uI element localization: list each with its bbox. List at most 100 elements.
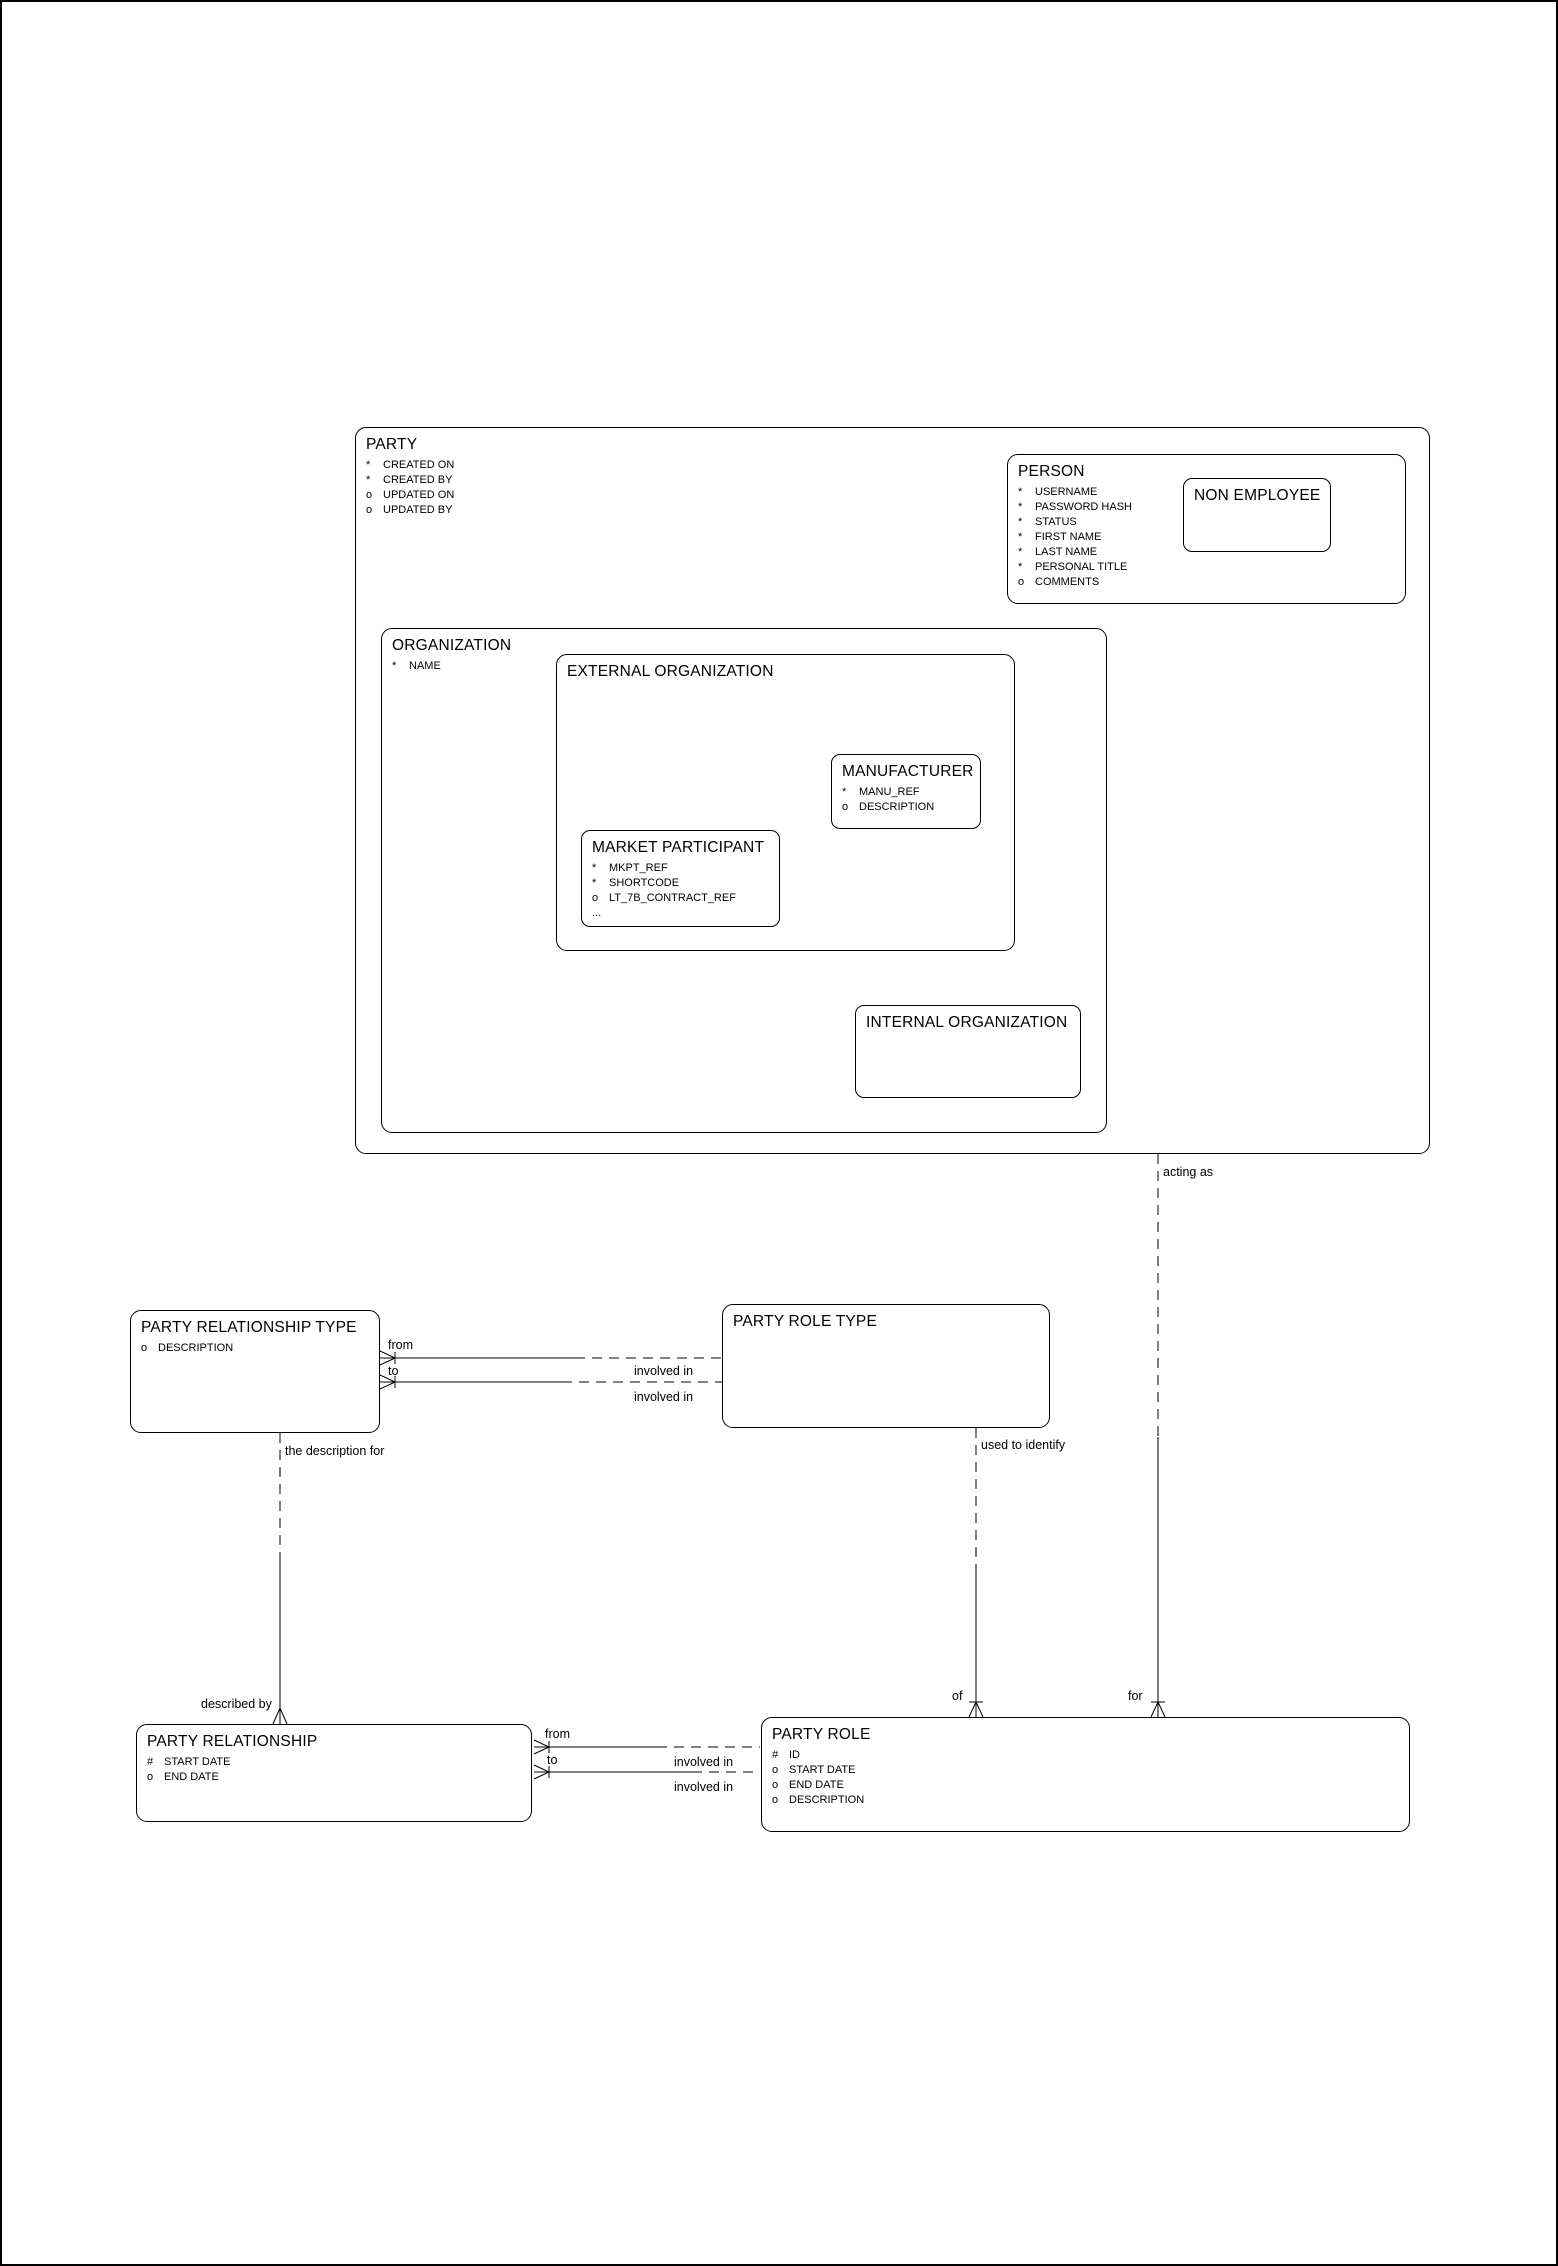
attribute-row: o COMMENTS xyxy=(1018,575,1397,590)
attr-marker: o xyxy=(842,801,849,813)
attribute-row: * CREATED BY xyxy=(366,473,1421,488)
attribute-row: *NAME xyxy=(392,659,1098,674)
rel-label-described-by: described by xyxy=(201,1697,272,1711)
entity-title: PARTY RELATIONSHIP xyxy=(147,1733,318,1750)
attribute-row: *PERSONAL TITLE xyxy=(1018,560,1397,575)
attr-marker: * xyxy=(1018,516,1023,528)
rel-line-description-for xyxy=(272,1433,288,1725)
attribute-row: o UPDATED BY xyxy=(366,503,1421,518)
rel-label-type-involved-in-1: involved in xyxy=(634,1364,694,1378)
rel-line-rel-from xyxy=(533,1739,760,1755)
rel-label-rel-involved-in-1: involved in xyxy=(674,1755,734,1769)
attr-marker: * xyxy=(1018,486,1023,498)
entity-non-employee[interactable]: NON EMPLOYEE xyxy=(1183,478,1331,552)
attribute-row: * STATUS xyxy=(1018,515,1397,530)
attr-marker: * xyxy=(392,660,397,672)
entity-title: MARKET PARTICIPANT xyxy=(592,839,765,856)
attr-name: END DATE xyxy=(164,1771,219,1783)
entity-party-role-type[interactable]: PARTY ROLE TYPE xyxy=(722,1304,1050,1428)
entity-internal-organization[interactable]: INTERNAL ORGANIZATION xyxy=(855,1005,1081,1098)
attribute-list: *NAME xyxy=(382,655,1106,674)
attr-name: END DATE xyxy=(789,1779,844,1791)
entity-title: PARTY ROLE TYPE xyxy=(733,1313,877,1330)
attr-name: MANU_REF xyxy=(859,786,920,798)
attr-marker: * xyxy=(366,474,371,486)
attr-name: COMMENTS xyxy=(1035,576,1100,588)
attribute-row: *SHORTCODE xyxy=(592,876,771,891)
rel-label-of: of xyxy=(952,1689,963,1703)
rel-label-used-to-identify: used to identify xyxy=(981,1438,1066,1452)
attribute-list: # START DATE o END DATE xyxy=(137,1751,531,1785)
attribute-row: *PASSWORD HASH xyxy=(1018,500,1397,515)
attr-name: FIRST NAME xyxy=(1035,531,1102,543)
rel-label-rel-from: from xyxy=(545,1727,570,1741)
attribute-row: ... xyxy=(592,906,771,921)
attr-name xyxy=(609,906,771,921)
rel-line-used-to-identify xyxy=(968,1428,984,1718)
rel-label-rel-involved-in-2: involved in xyxy=(674,1780,734,1794)
entity-manufacturer[interactable]: MANUFACTURER *MANU_REF o DESCRIPTION xyxy=(831,754,981,829)
entity-title: ORGANIZATION xyxy=(392,637,512,654)
attribute-row: *MANU_REF xyxy=(842,785,972,800)
attribute-row: o DESCRIPTION xyxy=(842,800,972,815)
crows-foot-icon xyxy=(968,1701,984,1718)
entity-title: NON EMPLOYEE xyxy=(1194,487,1321,504)
rel-label-type-involved-in-2: involved in xyxy=(634,1390,694,1404)
attr-name: MKPT_REF xyxy=(609,862,668,874)
entity-organization[interactable]: ORGANIZATION *NAME xyxy=(381,628,1107,1133)
attr-marker: o xyxy=(147,1771,154,1783)
rel-label-for: for xyxy=(1128,1689,1143,1703)
crows-foot-icon xyxy=(1150,1701,1166,1718)
attribute-row: *LAST NAME xyxy=(1018,545,1397,560)
attr-name: PASSWORD HASH xyxy=(1035,501,1132,513)
entity-title: PERSON xyxy=(1018,463,1085,480)
entity-title: MANUFACTURER xyxy=(842,763,974,780)
attr-name: CREATED ON xyxy=(383,459,455,471)
rel-label-acting-as: acting as xyxy=(1163,1165,1214,1179)
attr-marker: * xyxy=(592,862,597,874)
crows-foot-icon xyxy=(272,1707,288,1725)
attr-marker: o xyxy=(1018,576,1025,588)
entity-external-organization[interactable]: EXTERNAL ORGANIZATION xyxy=(556,654,1015,951)
rel-label-type-to: to xyxy=(388,1364,399,1378)
entity-market-participant[interactable]: MARKET PARTICIPANT * MKPT_REF *SHORTCODE … xyxy=(581,830,780,927)
attr-name: CREATED BY xyxy=(383,474,453,486)
rel-line-acting-as xyxy=(1150,1154,1166,1718)
crows-foot-icon xyxy=(533,1739,550,1755)
attr-marker: ... xyxy=(592,907,602,919)
entity-person[interactable]: PERSON *USERNAME *PASSWORD HASH *STATUS … xyxy=(1007,454,1406,604)
attr-marker: # xyxy=(147,1756,154,1768)
attribute-row: * USERNAME xyxy=(1018,485,1397,500)
attr-name: LT_7B_CONTRACT_REF xyxy=(609,892,736,904)
attr-name: START DATE xyxy=(164,1756,231,1768)
attr-marker: * xyxy=(1018,561,1023,573)
attr-name: START DATE xyxy=(789,1764,856,1776)
attr-name: USERNAME xyxy=(1035,486,1098,498)
rel-line-type-from xyxy=(379,1350,722,1366)
attr-name: ID xyxy=(789,1749,800,1761)
attr-marker: o xyxy=(772,1764,779,1776)
attr-marker: o xyxy=(141,1342,148,1354)
attr-name: STATUS xyxy=(1035,516,1077,528)
attribute-row: # START DATE xyxy=(147,1755,523,1770)
attr-name: SHORTCODE xyxy=(609,877,680,889)
entity-party-relationship[interactable]: PARTY RELATIONSHIP # START DATE o END DATE xyxy=(136,1724,532,1822)
attribute-row: #ID xyxy=(772,1748,1401,1763)
attr-marker: o xyxy=(772,1779,779,1791)
attr-marker: o xyxy=(366,504,373,516)
attr-marker: * xyxy=(366,459,371,471)
attribute-row: *FIRST NAME xyxy=(1018,530,1397,545)
attr-name: DESCRIPTION xyxy=(789,1794,865,1806)
attr-name: DESCRIPTION xyxy=(859,801,935,813)
attr-name: UPDATED BY xyxy=(383,504,453,516)
rel-label-rel-to: to xyxy=(547,1753,558,1767)
